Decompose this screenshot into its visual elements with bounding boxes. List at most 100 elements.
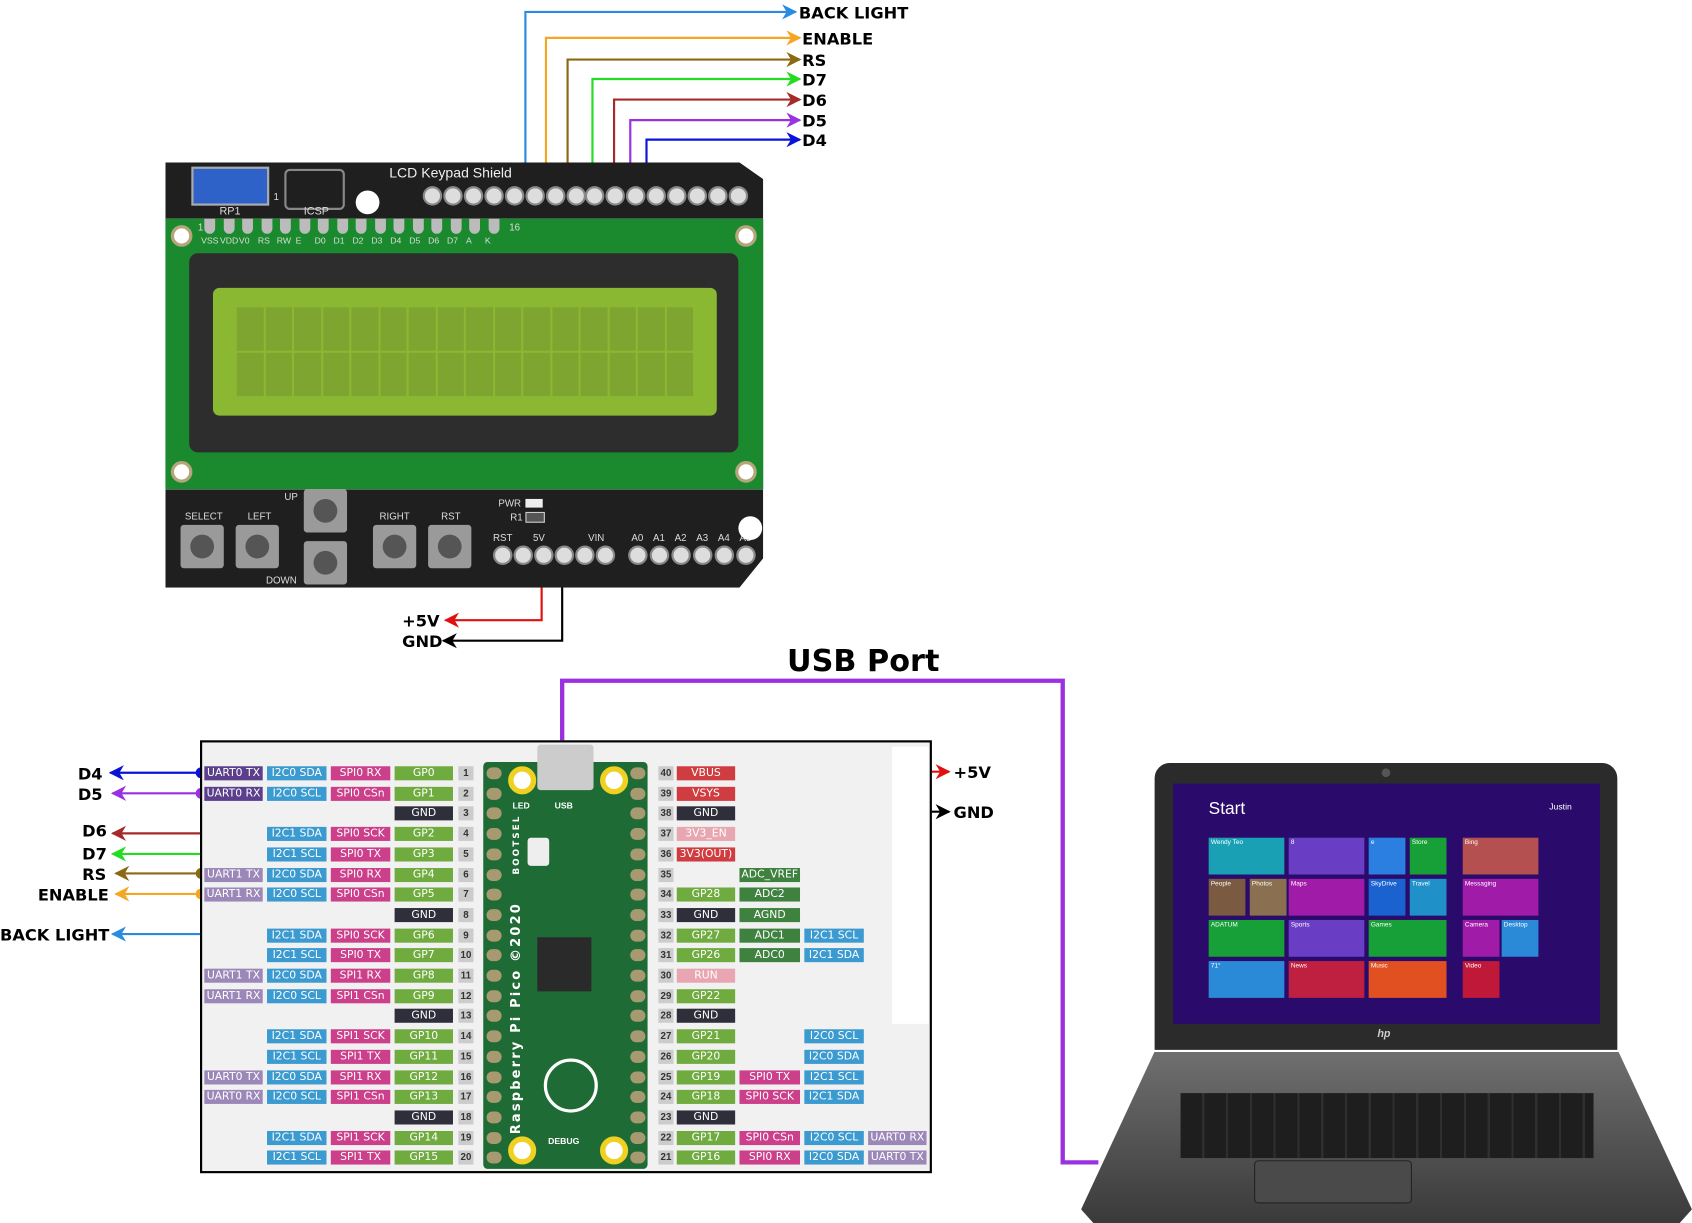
lcd-char-cell xyxy=(437,352,464,397)
lcd-char-cell xyxy=(236,307,264,351)
start-tile[interactable]: Camera xyxy=(1462,919,1500,957)
start-tile[interactable]: People xyxy=(1208,878,1246,916)
icsp-header xyxy=(284,168,345,210)
start-tile[interactable]: Wendy Teo xyxy=(1208,837,1285,875)
start-tile[interactable]: Desktop xyxy=(1501,919,1539,957)
start-title: Start xyxy=(1208,799,1246,819)
pico-usb-connector[interactable] xyxy=(537,744,594,791)
pin-number: 13 xyxy=(458,1009,474,1024)
start-tile[interactable]: Music xyxy=(1368,961,1447,998)
gpio-label: GP3 xyxy=(394,847,453,862)
gpio-label: GP4 xyxy=(394,867,453,882)
spi-label: SPI0 CSn xyxy=(739,1130,801,1145)
label-pico-d4: D4 xyxy=(77,764,103,784)
lcd-pin xyxy=(488,218,499,234)
analog-pin-label: A2 xyxy=(674,532,687,544)
start-tile[interactable]: Messaging xyxy=(1462,878,1539,916)
usb-port-title: USB Port xyxy=(787,642,940,679)
start-tile[interactable]: e xyxy=(1368,837,1406,875)
lcd-char-cell xyxy=(523,352,550,397)
pico-pad xyxy=(630,767,646,780)
wire-d5 xyxy=(629,112,802,176)
start-tile[interactable]: News xyxy=(1288,961,1365,998)
lcd-char-cell xyxy=(551,352,579,397)
start-tile[interactable]: Bing xyxy=(1462,837,1539,875)
lcd-char-cell xyxy=(408,307,436,351)
pin-number: 32 xyxy=(658,928,674,943)
vin-header-label: VIN xyxy=(588,532,605,544)
pin-number: 7 xyxy=(458,887,474,902)
pin-number: 11 xyxy=(458,968,474,983)
lcd-pin xyxy=(317,218,329,234)
spi-label: SPI0 SCK xyxy=(330,826,391,842)
start-tile[interactable]: Video xyxy=(1462,961,1500,998)
i2c-label: I2C0 SCL xyxy=(804,1130,864,1145)
pico-pad xyxy=(486,888,502,901)
pico-pad xyxy=(486,1030,502,1043)
pico-pad xyxy=(630,949,646,962)
analog-pin-label: A0 xyxy=(631,532,644,544)
start-tile[interactable]: Maps xyxy=(1288,878,1365,916)
i2c-label: I2C1 SCL xyxy=(804,1069,864,1084)
adc-label: ADC2 xyxy=(739,887,801,902)
touchpad[interactable] xyxy=(1254,1160,1412,1204)
potentiometer[interactable] xyxy=(191,166,270,206)
lcd-char-cell xyxy=(322,307,350,351)
label-rs: RS xyxy=(802,50,827,71)
rst-button[interactable] xyxy=(428,524,472,569)
bootsel-button[interactable] xyxy=(527,837,550,866)
pin-number: 5 xyxy=(458,847,474,862)
label-pico-d5: D5 xyxy=(77,784,103,805)
pico-pad xyxy=(630,969,646,982)
pin-function-label: GP21 xyxy=(676,1029,736,1044)
select-button[interactable] xyxy=(180,524,224,569)
up-button[interactable] xyxy=(303,489,348,533)
start-tile[interactable]: Travel xyxy=(1409,878,1447,916)
down-label: DOWN xyxy=(265,574,297,586)
pico-led-label: LED xyxy=(512,800,530,811)
down-button[interactable] xyxy=(303,541,348,585)
lcd-pin-label: RW xyxy=(276,235,292,246)
pin-number: 6 xyxy=(458,867,474,882)
analog-header-pin xyxy=(649,545,670,565)
header-pin xyxy=(708,186,728,206)
lcd-pin xyxy=(204,218,216,234)
pico-pad xyxy=(486,929,502,942)
header-pin xyxy=(463,186,484,206)
start-tile[interactable]: 8 xyxy=(1288,837,1365,875)
pwr-label: PWR xyxy=(498,497,522,509)
i2c-label: I2C1 SDA xyxy=(267,826,327,842)
pico-pad xyxy=(630,909,646,921)
mount-hole-bl xyxy=(170,461,193,483)
pico-pad xyxy=(486,868,502,881)
gpio-label: GP12 xyxy=(394,1069,453,1084)
analog-header-pin xyxy=(714,545,735,565)
start-tile[interactable]: SkyDrive xyxy=(1368,878,1406,916)
lcd-char-cell xyxy=(236,352,264,397)
start-tile[interactable]: Games xyxy=(1368,919,1447,957)
pico-pad xyxy=(630,989,646,1002)
start-tile[interactable]: ADATUM xyxy=(1208,919,1285,957)
start-tile[interactable]: 71° xyxy=(1208,961,1285,998)
gpio-label: GP2 xyxy=(394,826,453,842)
start-tile[interactable]: Sports xyxy=(1288,919,1365,957)
keyboard[interactable] xyxy=(1180,1093,1594,1159)
wire-enable xyxy=(544,30,802,176)
left-button[interactable] xyxy=(235,524,279,569)
start-tile[interactable]: Store xyxy=(1409,837,1447,875)
pico-pad xyxy=(630,787,646,800)
gpio-label: GP5 xyxy=(394,887,453,902)
lcd-pin xyxy=(374,218,386,234)
i2c-label: I2C1 SDA xyxy=(804,948,864,963)
start-tile[interactable]: Photos xyxy=(1249,878,1287,916)
pin-function-label: GND xyxy=(676,1009,736,1024)
right-button[interactable] xyxy=(372,524,417,569)
pico-pad xyxy=(630,1131,646,1144)
spi-label: SPI0 SCK xyxy=(330,928,391,943)
lcd-pin-label: D4 xyxy=(390,235,402,246)
pico-pad xyxy=(486,767,502,780)
rst-header-label: RST xyxy=(492,532,513,544)
